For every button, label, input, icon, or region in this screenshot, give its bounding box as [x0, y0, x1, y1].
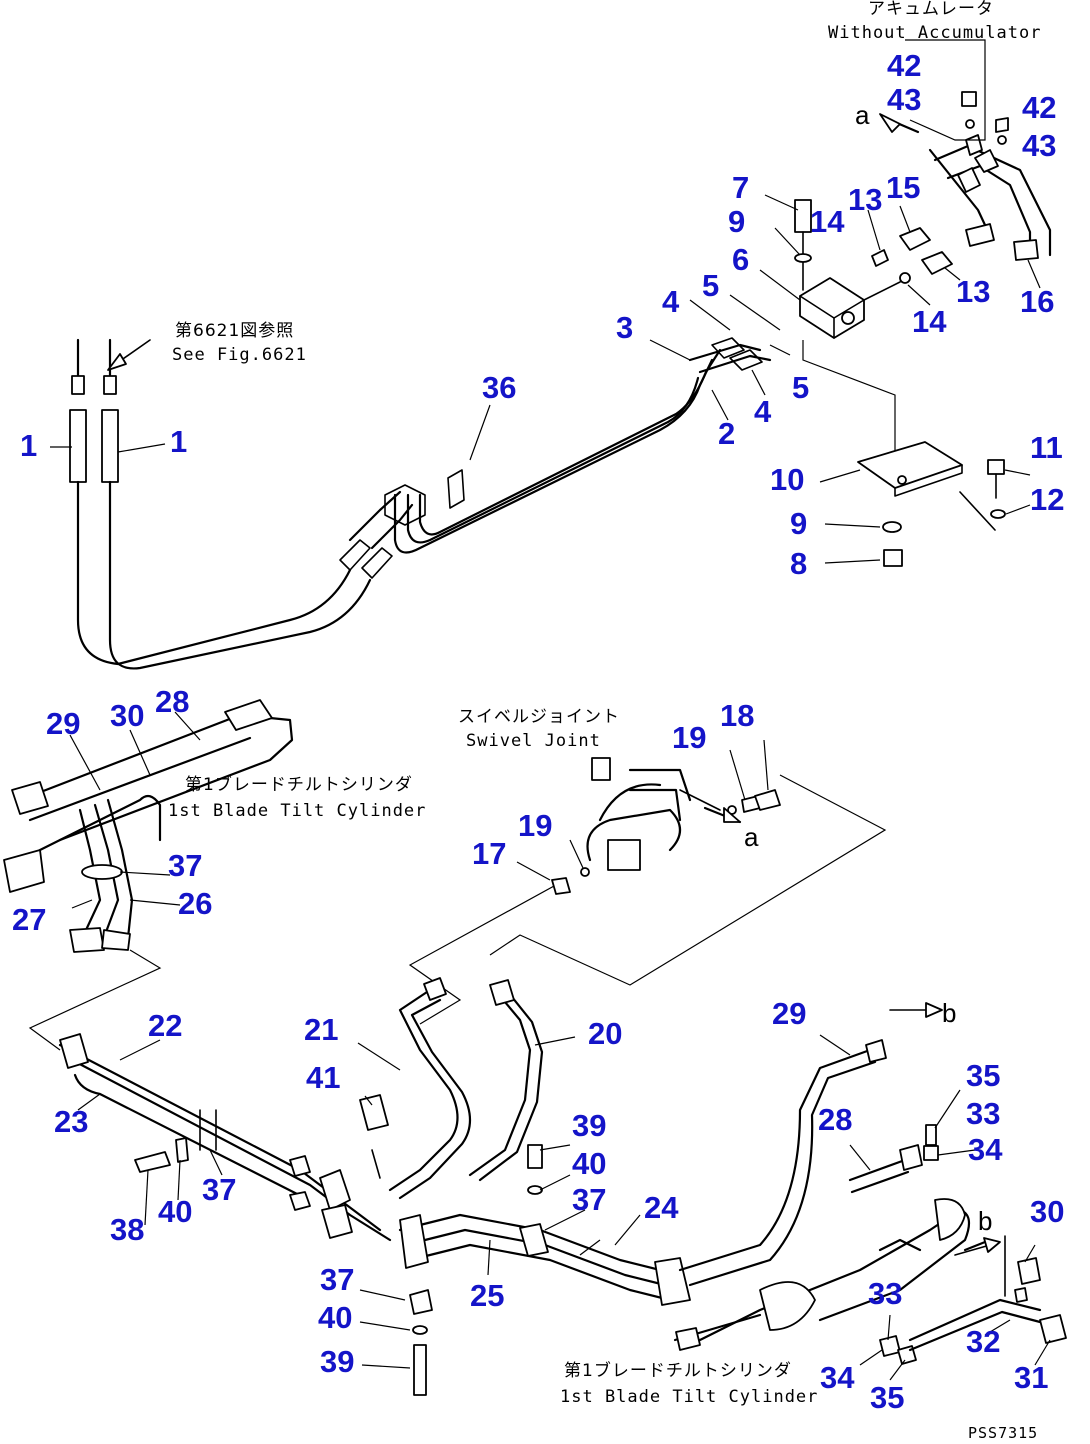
callout-23: 23	[54, 1104, 88, 1139]
callout-11: 11	[1030, 430, 1063, 465]
blade-tilt-cylinder-lower	[673, 1039, 1067, 1365]
callout-15: 15	[886, 170, 920, 205]
swivel-joint	[551, 757, 781, 895]
text-annotations: アキュムレータ Without Accumulator 第6621図参照 See…	[168, 0, 1041, 1442]
callout-29: 29	[46, 706, 80, 741]
callout-35: 35	[870, 1380, 904, 1415]
part-callouts: 42 43 42 43 7 9 14 13 15 6 13 16 14 4 5 …	[12, 48, 1064, 1415]
connection-label-b-lower: b	[978, 1206, 992, 1236]
callout-43: 43	[1022, 128, 1056, 163]
reference-arrows	[107, 339, 1001, 1256]
callout-30: 30	[1030, 1194, 1064, 1229]
connection-label-a-top: a	[855, 100, 870, 130]
callout-13: 13	[848, 182, 882, 217]
valve-block-6	[794, 199, 995, 460]
callout-39: 39	[572, 1108, 606, 1143]
callout-19: 19	[672, 720, 706, 755]
line-art	[3, 39, 1067, 1396]
tube-22-23-run	[58, 1033, 392, 1242]
blade-tilt-lower-jp: 第1ブレードチルトシリンダ	[564, 1360, 792, 1381]
callout-37: 37	[202, 1172, 236, 1207]
callout-12: 12	[1030, 482, 1064, 517]
tube-2-3-run	[384, 337, 772, 554]
callout-35: 35	[966, 1058, 1000, 1093]
callout-20: 20	[588, 1016, 622, 1051]
callout-5: 5	[792, 370, 809, 405]
connection-label-a-mid: a	[744, 822, 759, 852]
callout-33: 33	[966, 1096, 1000, 1131]
tube-20-21	[359, 977, 544, 1200]
callout-34: 34	[820, 1360, 855, 1395]
callout-6: 6	[732, 242, 749, 277]
callout-43: 43	[887, 82, 921, 117]
callout-10: 10	[770, 462, 804, 497]
callout-18: 18	[720, 698, 754, 733]
callout-29: 29	[772, 996, 806, 1031]
callout-37: 37	[320, 1262, 354, 1297]
callout-16: 16	[1020, 284, 1054, 319]
callout-3: 3	[616, 310, 633, 345]
callout-2: 2	[718, 416, 735, 451]
callout-5: 5	[702, 268, 719, 303]
tube-24-25	[398, 1144, 691, 1396]
swivel-joint-jp: スイベルジョイント	[458, 707, 620, 727]
without-accumulator-jp: アキュムレータ	[868, 0, 994, 19]
callout-25: 25	[470, 1278, 504, 1313]
callout-1: 1	[170, 424, 187, 459]
figure-code: PSS7315	[968, 1424, 1038, 1442]
callout-39: 39	[320, 1344, 354, 1379]
callout-7: 7	[732, 170, 749, 205]
callout-37: 37	[572, 1182, 606, 1217]
callout-30: 30	[110, 698, 144, 733]
callout-40: 40	[572, 1146, 606, 1181]
callout-1: 1	[20, 428, 37, 463]
callout-27: 27	[12, 902, 46, 937]
callout-13: 13	[956, 274, 990, 309]
bracket-10	[857, 441, 1006, 567]
callout-26: 26	[178, 886, 212, 921]
callout-28: 28	[818, 1102, 852, 1137]
see-fig-en: See Fig.6621	[172, 345, 307, 365]
connection-label-b-right: b	[942, 998, 956, 1028]
callout-8: 8	[790, 546, 807, 581]
without-accumulator-en: Without Accumulator	[828, 23, 1041, 43]
blade-tilt-upper-jp: 第1ブレードチルトシリンダ	[185, 774, 413, 795]
callout-31: 31	[1014, 1360, 1048, 1395]
callout-40: 40	[318, 1300, 352, 1335]
callout-22: 22	[148, 1008, 182, 1043]
swivel-joint-en: Swivel Joint	[466, 731, 601, 751]
blade-tilt-upper-en: 1st Blade Tilt Cylinder	[168, 801, 426, 821]
callout-36: 36	[482, 370, 516, 405]
callout-17: 17	[472, 836, 506, 871]
leader-lines	[50, 194, 1051, 1381]
callout-33: 33	[868, 1276, 902, 1311]
tube-16	[879, 39, 1052, 261]
callout-42: 42	[1022, 90, 1056, 125]
callout-9: 9	[728, 204, 745, 239]
callout-4: 4	[662, 284, 680, 319]
callout-24: 24	[644, 1190, 679, 1225]
callout-28: 28	[155, 684, 189, 719]
callout-34: 34	[968, 1132, 1003, 1167]
callout-32: 32	[966, 1324, 1000, 1359]
callout-42: 42	[887, 48, 921, 83]
blade-tilt-lower-en: 1st Blade Tilt Cylinder	[560, 1387, 818, 1407]
callout-4: 4	[754, 394, 772, 429]
see-fig-jp: 第6621図参照	[175, 321, 294, 341]
callout-41: 41	[306, 1060, 340, 1095]
callout-14: 14	[912, 304, 947, 339]
callout-40: 40	[158, 1194, 192, 1229]
callout-21: 21	[304, 1012, 338, 1047]
callout-38: 38	[110, 1212, 144, 1247]
blade-tilt-cylinder-upper	[3, 699, 294, 953]
callout-37: 37	[168, 848, 202, 883]
hose-1-pair	[69, 338, 414, 670]
callout-14: 14	[810, 204, 845, 239]
callout-19: 19	[518, 808, 552, 843]
callout-9: 9	[790, 506, 807, 541]
